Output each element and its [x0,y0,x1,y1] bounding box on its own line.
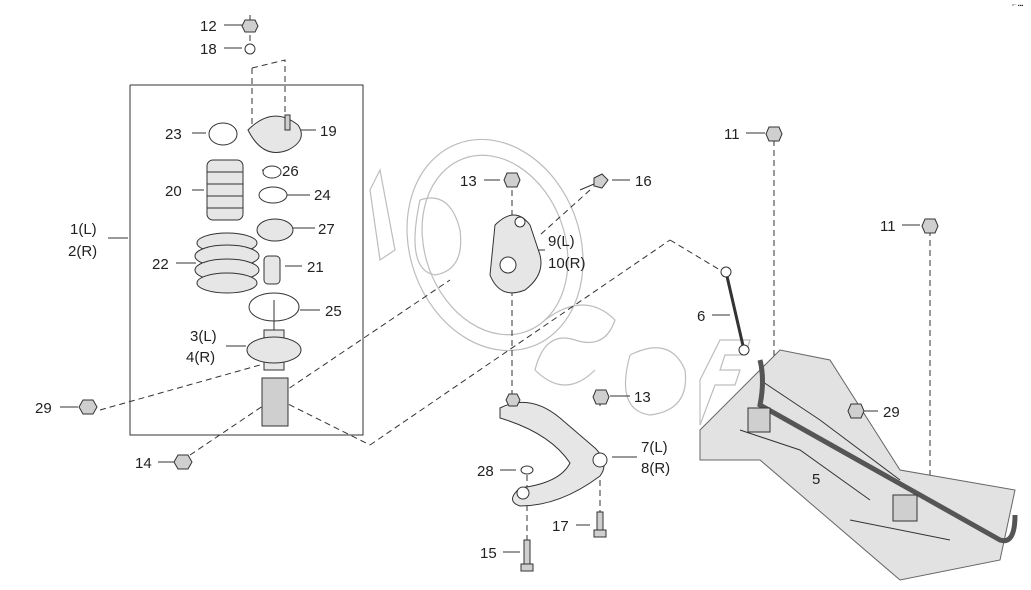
label-21: 21 [307,259,324,276]
nut-11a-icon [765,126,783,142]
nut-29-icon [78,399,98,415]
nut-13a-icon [503,172,521,188]
label-19: 19 [320,123,337,140]
label-13a: 13 [460,173,477,190]
seat-24-icon [258,186,288,204]
label-17: 17 [552,518,569,535]
label-18: 18 [200,41,217,58]
washer-18-icon [244,43,256,55]
nut-29b-icon [847,403,865,419]
knuckle-9-icon [489,214,542,294]
label-23: 23 [165,126,182,143]
nut-14-icon [173,454,193,470]
stabilizer-link-6-icon [720,266,750,356]
label-4: 4(R) [186,349,215,366]
bolt-17-icon [593,511,607,538]
label-10: 10(R) [548,255,586,272]
label-2: 2(R) [68,243,97,260]
stabilizer-bar-5-icon [747,359,1018,544]
watermark [369,138,751,426]
coil-spring-22-icon [194,232,260,294]
strut-assembly-frame [129,84,364,436]
nut-11b-icon [921,218,939,234]
bump-boot-20-icon [206,159,244,221]
washer-28-icon [520,465,534,475]
label-20: 20 [165,183,182,200]
lower-arm-7-icon [499,393,608,507]
label-12: 12 [200,18,217,35]
label-22: 22 [152,256,169,273]
label-25: 25 [325,303,342,320]
dust-cover-23-icon [208,122,238,146]
label-7: 7(L) [641,439,668,456]
nut-12-icon [241,19,259,33]
spring-pad-27-icon [256,218,294,242]
label-26: 26 [282,163,299,180]
label-11a: 11 [724,126,740,143]
label-9: 9(L) [548,233,575,250]
label-15: 15 [480,545,497,562]
label-14: 14 [135,455,152,472]
label-24: 24 [314,187,331,204]
bolt-15-icon [520,539,534,572]
nut-13b-icon [592,389,610,405]
label-6: 6 [697,308,705,325]
callout-labels: 12 18 23 19 26 20 24 27 1(L) 2(R) 22 21 … [35,18,900,562]
bearing-26-icon [262,165,282,179]
label-5: 5 [812,471,820,488]
strut-3-icon [246,300,302,427]
label-13b: 13 [634,389,651,406]
label-11b: 11 [880,218,896,235]
bolt-16-icon [579,173,609,191]
label-1: 1(L) [70,221,97,238]
label-29b: 29 [883,404,900,421]
label-3: 3(L) [190,328,217,345]
bump-stopper-21-icon [263,255,281,285]
label-28: 28 [477,463,494,480]
corner-mark: ᵒ⁻ ▪▪▪ [1012,3,1023,9]
label-29a: 29 [35,400,52,417]
label-16: 16 [635,173,652,190]
label-27: 27 [318,221,335,238]
upper-mount-19-icon [247,114,302,153]
label-8: 8(R) [641,460,670,477]
crossmember-icon [699,349,1016,581]
